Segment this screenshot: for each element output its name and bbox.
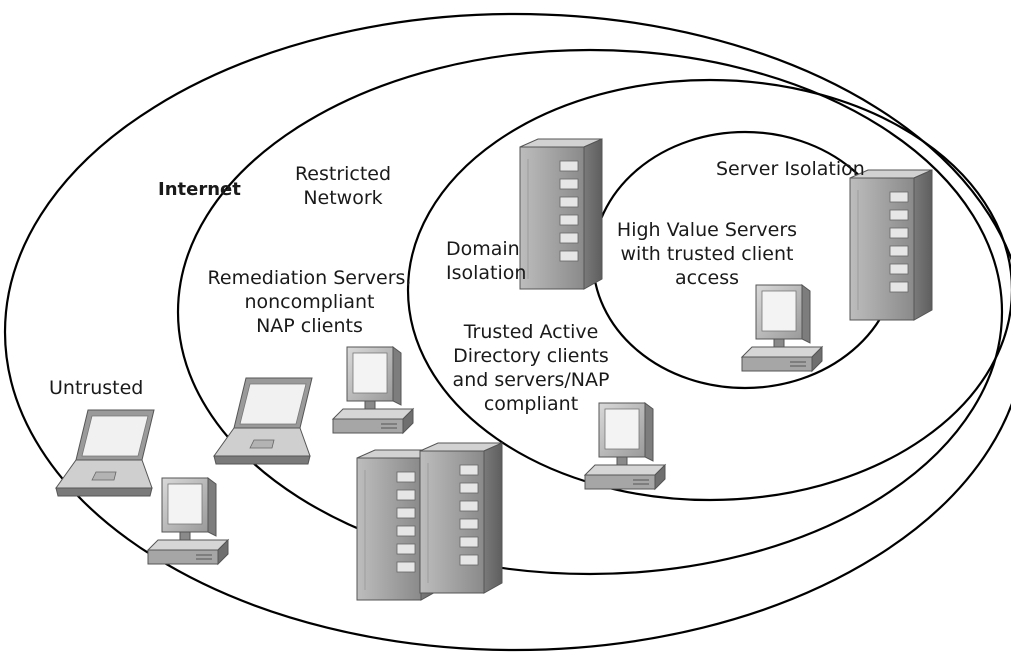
trusted-clients-label: Trusted Active Directory clients and ser…	[436, 320, 626, 416]
domain-isolation-label: Domain Isolation	[446, 237, 526, 285]
untrusted-label: Untrusted	[49, 377, 144, 399]
high-value-servers-label: High Value Servers with trusted client a…	[612, 218, 802, 290]
server-isolation-label: Server Isolation	[716, 158, 865, 180]
domain-isolation-label-line-1: Domain	[446, 238, 520, 260]
restricted-network-label-line-1: Restricted	[294, 163, 392, 185]
untrusted-laptop-icon	[55, 409, 155, 497]
internet-zone-ellipse	[4, 12, 1011, 652]
high-value-servers-label-line-1: High Value Servers	[616, 219, 798, 241]
trusted-clients-label-line-3: and servers/NAP	[452, 369, 610, 391]
restricted-laptop-icon	[213, 377, 313, 465]
domain-server-icon	[519, 138, 603, 290]
trusted-client-desktop-icon	[741, 284, 823, 372]
domain-isolation-label-line-2: Isolation	[446, 262, 527, 284]
restricted-network-label: Restricted Network	[288, 162, 398, 210]
remediation-label-line-1: Remediation Servers,	[207, 267, 412, 289]
remediation-label-line-2: noncompliant	[244, 291, 375, 313]
restricted-network-zone-ellipse	[176, 48, 1004, 576]
high-value-servers-label-line-3: access	[674, 267, 740, 289]
domain-isolation-zone-ellipse	[406, 78, 1011, 502]
high-value-servers-label-line-2: with trusted client	[620, 243, 794, 265]
high-value-server-icon	[849, 169, 933, 321]
trusted-clients-label-line-4: compliant	[483, 393, 579, 415]
restricted-network-label-line-2: Network	[303, 187, 383, 209]
restricted-desktop-icon	[332, 346, 414, 434]
trusted-clients-label-line-1: Trusted Active	[463, 321, 599, 343]
trusted-clients-label-line-2: Directory clients	[453, 345, 609, 367]
remediation-label: Remediation Servers, noncompliant NAP cl…	[207, 266, 412, 338]
untrusted-desktop-icon	[147, 477, 229, 565]
remediation-server-icon-2	[419, 442, 503, 594]
remediation-label-line-3: NAP clients	[256, 315, 363, 337]
internet-zone-label: Internet	[158, 179, 241, 200]
